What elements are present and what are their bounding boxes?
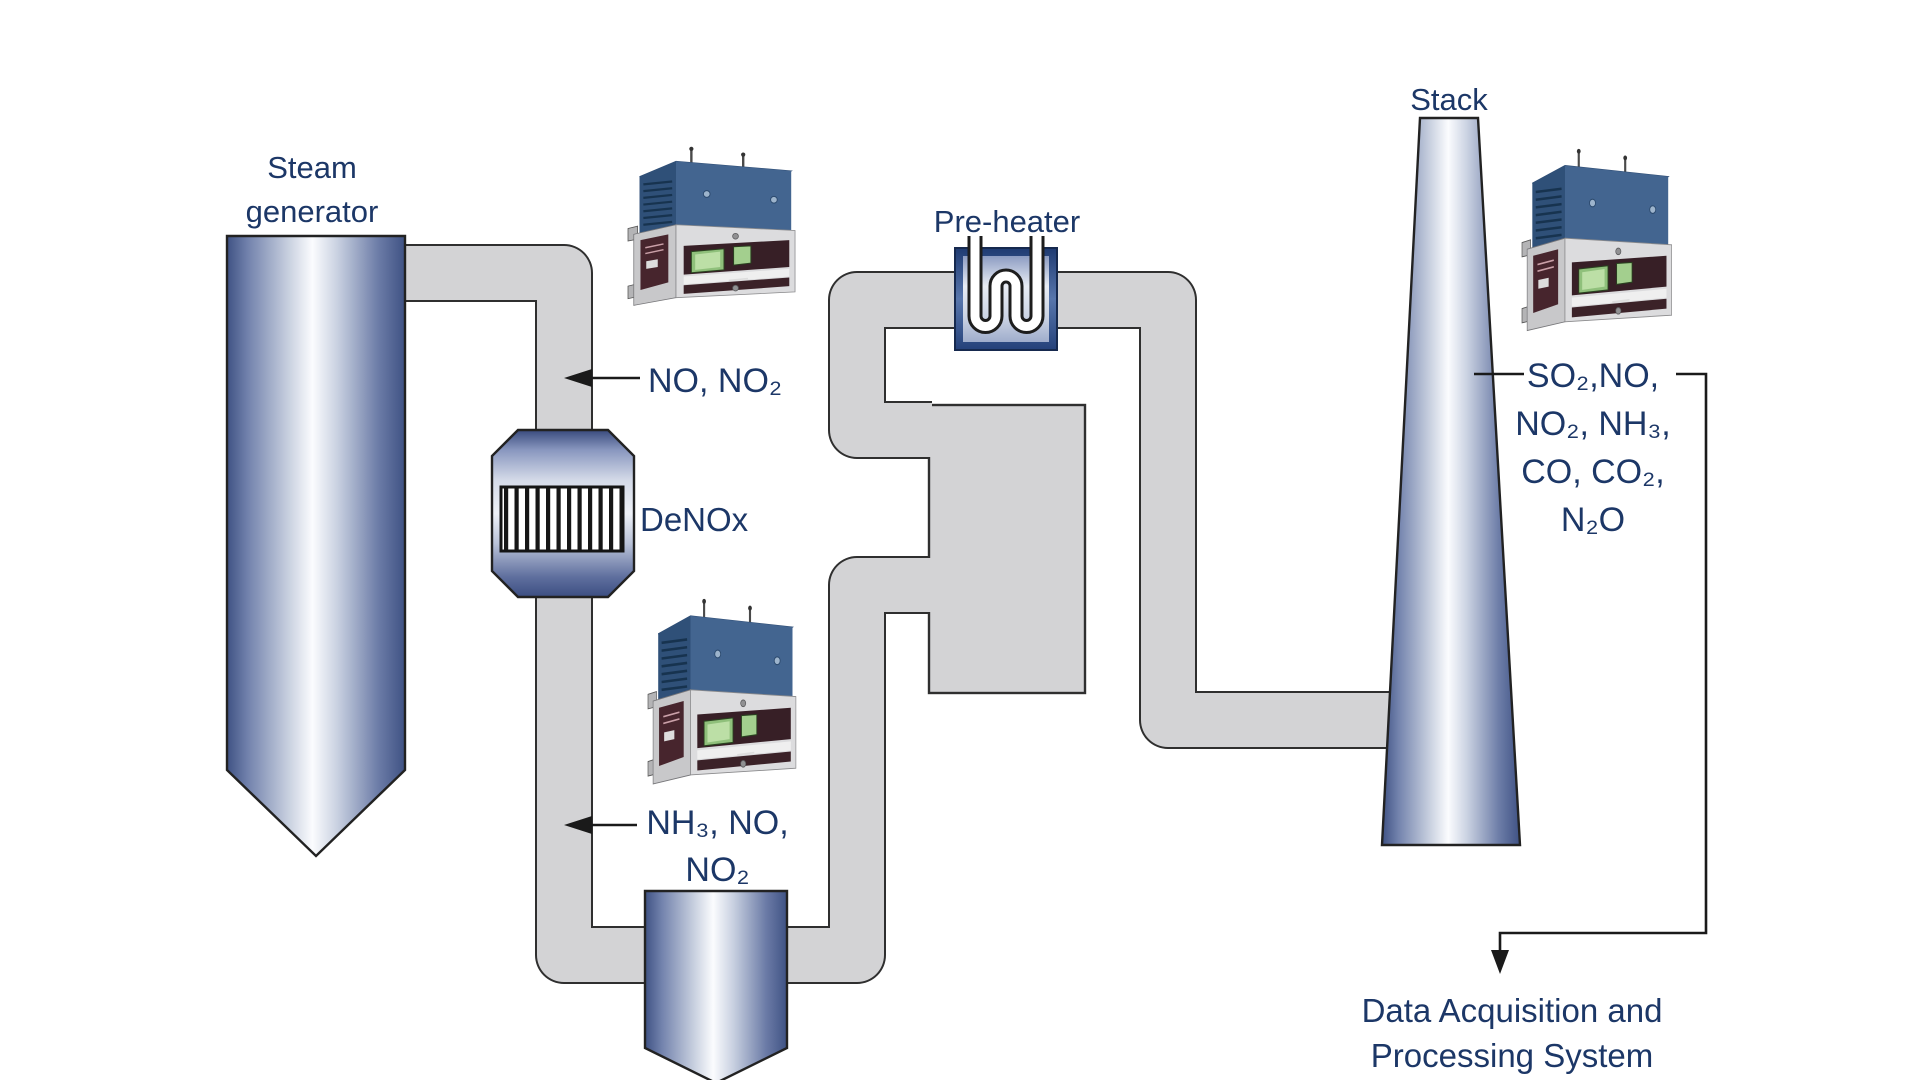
stack-gases-line: SO₂,NO, <box>1526 357 1660 395</box>
down-arrow-icon <box>1491 950 1509 974</box>
serpentine-tube-icon <box>970 236 1042 331</box>
left-arrow-icon <box>564 369 592 387</box>
catalyst-grid-icon <box>499 485 625 553</box>
stack-gases-line: NO₂, NH₃, <box>1515 405 1671 443</box>
gas-analyzer-image-top <box>626 145 797 307</box>
gas-analyzer-image-right <box>1520 147 1674 332</box>
data-acquisition-label: Data Acquisition and Processing System <box>1361 992 1663 1074</box>
denox-label: DeNOx <box>640 501 749 538</box>
gas-analyzer-image-middle <box>646 597 798 786</box>
stack-label: Stack <box>1410 82 1488 117</box>
data-connector-line <box>1498 372 1708 954</box>
pre-heater-unit <box>954 236 1058 351</box>
stack-gases-line: N₂O <box>1560 501 1626 539</box>
pre-heater-label: Pre-heater <box>933 204 1081 239</box>
left-arrow-icon <box>564 816 592 834</box>
steam-generator-vessel <box>225 234 407 858</box>
stack-gases-label: SO₂,NO, NO₂, NH₃, CO, CO₂, N₂O <box>1493 352 1693 544</box>
duct-junction-block <box>927 403 1087 695</box>
stack-gases-line: CO, CO₂, <box>1521 453 1665 491</box>
stack-chimney <box>1380 116 1522 847</box>
nh3-no-no2-label: NH₃, NO, NO₂ <box>646 804 789 889</box>
no-no2-label: NO, NO₂ <box>648 362 783 400</box>
steam-generator-label: Steam generator <box>245 150 379 229</box>
annotations <box>564 369 1708 974</box>
ash-hopper-vessel <box>643 889 789 1080</box>
denox-unit <box>490 428 636 599</box>
flue-gas-ducts <box>402 244 1420 984</box>
